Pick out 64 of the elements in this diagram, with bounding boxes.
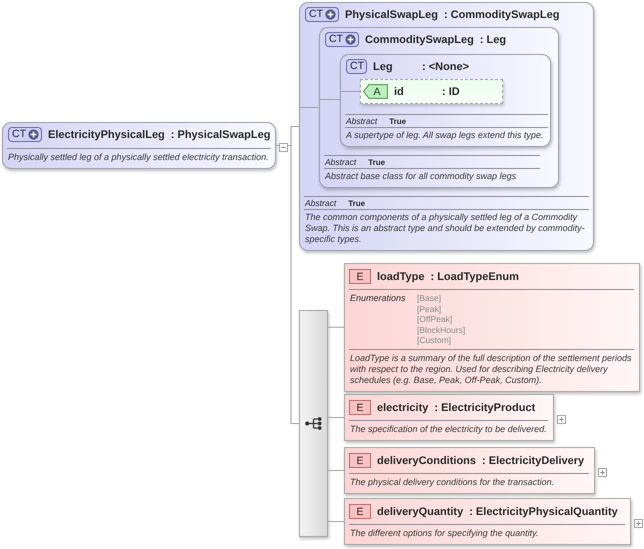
type-name: PhysicalSwapLeg <box>345 8 438 20</box>
element-kind-tag: E <box>349 400 371 415</box>
attribute-type: : ID <box>442 86 460 98</box>
enumerations-label: Enumerations <box>350 293 407 304</box>
element-name: electricity <box>377 402 428 414</box>
compositor-bar <box>299 310 328 537</box>
badge-label: CT <box>350 61 364 72</box>
complex-type-box <box>319 27 559 188</box>
element-kind-tag: E <box>349 504 371 519</box>
attribute-box <box>360 79 503 104</box>
type-name: CommoditySwapLeg <box>365 34 474 46</box>
element-type: : ElectricityPhysicalQuantity <box>469 506 618 518</box>
connector-line <box>298 107 320 108</box>
property-label: Abstract <box>325 157 356 167</box>
type-name: Leg <box>373 60 394 72</box>
connector-line <box>340 91 360 92</box>
base-type-name: : CommoditySwapLeg <box>444 8 560 20</box>
type-name: ElectricityPhysicalLeg <box>48 128 165 140</box>
complex-type-box <box>299 2 594 251</box>
attribute-name: id <box>394 86 405 98</box>
base-type-name: : <None> <box>422 60 470 72</box>
description-text: Physically settled leg of a physically settled electricity transaction. <box>8 152 270 163</box>
element-name: deliveryConditions <box>377 454 476 466</box>
connector-line <box>328 417 344 418</box>
element-type: : LoadTypeEnum <box>430 270 519 282</box>
element-type: : ElectricityProduct <box>434 402 536 414</box>
element-name: deliveryQuantity <box>377 506 464 518</box>
description-text: A supertype of leg. All swap legs extend this type. <box>346 130 544 141</box>
enumeration-value: [Base] <box>417 293 442 304</box>
complex-type-box <box>340 54 551 147</box>
element-box <box>344 263 640 392</box>
enumeration-value: [Peak] <box>417 304 442 314</box>
description-text: The specification of the electricity to be delivered. <box>350 424 548 435</box>
complex-type-box <box>2 122 276 169</box>
element-box <box>344 394 554 441</box>
property-value: True <box>368 158 386 166</box>
enumeration-value: [OffPeak] <box>417 314 452 324</box>
connector-line <box>318 99 340 100</box>
enumeration-value: [Custom] <box>417 335 452 346</box>
base-type-name: : PhysicalSwapLeg <box>170 128 270 140</box>
connector-line <box>328 470 344 471</box>
property-label: Abstract <box>305 198 336 208</box>
connector-line <box>328 521 344 522</box>
description-text: The physical delivery conditions for the transaction. <box>350 477 556 488</box>
base-type-name: : Leg <box>480 34 506 46</box>
property-label: Abstract <box>346 116 378 126</box>
badge-label: CT <box>329 34 343 45</box>
element-box <box>344 498 631 545</box>
element-name: loadType <box>377 270 424 282</box>
element-box <box>344 447 595 494</box>
connector-line <box>328 326 344 328</box>
description-text: Abstract base class for all commodity swap legs <box>325 171 518 182</box>
description-text: The common components of a physically settled leg of a Commodity Swap. This is an abstract type and should be extended by commodity-specific types. <box>305 212 586 245</box>
property-value: True <box>389 116 406 126</box>
enumeration-value: [BlockHours] <box>417 324 466 335</box>
element-type: : ElectricityDelivery <box>482 454 584 466</box>
element-kind-tag: E <box>349 453 371 468</box>
badge-label: CT <box>12 129 26 140</box>
badge-label: CT <box>309 9 323 20</box>
property-value: True <box>348 198 366 208</box>
attribute-kind-tag: A <box>363 84 388 99</box>
element-kind-tag: E <box>349 269 371 284</box>
description-text: LoadType is a summary of the full description of the settlement periods with respect to the region. Used for describing Electricity delivery schedules (e.g. Base, Peak, Off-Peak, Custom). <box>350 352 632 386</box>
description-text: The different options for specifying the quantity. <box>350 528 540 539</box>
